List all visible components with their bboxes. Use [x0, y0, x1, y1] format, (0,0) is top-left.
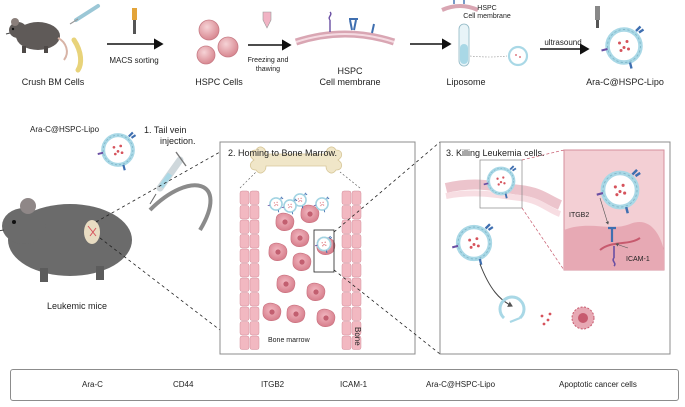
- released-liposome: [498, 295, 526, 324]
- icam1-label: ICAM-1: [626, 256, 650, 263]
- bone-lining-cell: [239, 263, 250, 278]
- legend-itgb2: ITGB2: [261, 380, 285, 389]
- bone-lining-cell: [239, 306, 250, 321]
- marrow-cell: [316, 308, 336, 328]
- bone-lining-cell: [239, 335, 250, 350]
- bone-lining-cell: [239, 292, 250, 307]
- bone-lining-cell: [239, 321, 250, 336]
- bone-lining-cell: [341, 205, 352, 220]
- legend-cd44: CD44: [173, 380, 194, 389]
- bone-lining-cell: [351, 306, 362, 321]
- step-cell-membrane: Cell membrane: [319, 77, 381, 87]
- bone-lining-cell: [351, 248, 362, 263]
- bone-lining-cell: [249, 219, 260, 234]
- bone-lining-cell: [239, 190, 250, 205]
- bone-lining-cell: [341, 277, 352, 292]
- step-liposome: Liposome: [446, 77, 486, 87]
- legend-box: [10, 369, 679, 401]
- injection-step-label: 1. Tail vein: [144, 125, 187, 135]
- bone-lining-cell: [239, 205, 250, 220]
- macs-column-icon: [132, 8, 137, 34]
- legend-ara-c: Ara-C: [82, 380, 103, 389]
- marrow-cell: [276, 274, 296, 294]
- tube-icon: [262, 11, 272, 29]
- leukemic-mice-label: Leukemic mice: [46, 301, 108, 311]
- legend-apoptotic-cells: Apoptotic cancer cells: [559, 380, 637, 389]
- panel2-title: 2. Homing to Bone Marrow.: [228, 148, 338, 158]
- hspc-cells-icon: [196, 19, 239, 65]
- marrow-cell: [292, 252, 312, 272]
- marrow-cell: [306, 282, 326, 302]
- bone-lining-cell: [341, 219, 352, 234]
- bone-lining-cell: [239, 277, 250, 292]
- bone-lining-cell: [351, 321, 362, 336]
- bone-lining-cell: [351, 277, 362, 292]
- step-hspc-cells: HSPC Cells: [195, 77, 243, 87]
- leukemic-mouse: [0, 183, 213, 282]
- bone-lining-cell: [341, 306, 352, 321]
- bone-lining-cell: [239, 234, 250, 249]
- bone-lining-cell: [239, 248, 250, 263]
- bone-lining-cell: [341, 234, 352, 249]
- legend-ara-c-hspc-lipo: Ara-C@HSPC-Lipo: [426, 380, 496, 389]
- bone-marrow-tissue: [239, 190, 362, 350]
- bone-lining-cell: [351, 205, 362, 220]
- bone-lining-cell: [249, 205, 260, 220]
- bone-lining-cell: [351, 219, 362, 234]
- femur-bone: [250, 146, 342, 174]
- bone-lining-cell: [249, 277, 260, 292]
- released-drug: [540, 312, 552, 326]
- ultrasound-probe-icon: [595, 6, 600, 28]
- itgb2-label: ITGB2: [569, 212, 590, 219]
- step-macs-sorting: MACS sorting: [109, 56, 159, 65]
- bone-lining-cell: [249, 234, 260, 249]
- step-crush-bm: Crush BM Cells: [21, 77, 85, 87]
- bone-lining-cell: [249, 306, 260, 321]
- bone-lining-cell: [351, 292, 362, 307]
- legend-icam1: ICAM-1: [340, 380, 368, 389]
- injection-step-label-2: injection.: [160, 136, 196, 146]
- bm-mouse: [5, 4, 100, 73]
- bone-lining-cell: [341, 248, 352, 263]
- step-ara-c-hspc-lipo: Ara-C@HSPC-Lipo: [586, 77, 664, 87]
- bone-lining-cell: [341, 263, 352, 278]
- marrow-cell: [275, 212, 295, 232]
- bone-lining-cell: [249, 321, 260, 336]
- liposome-tube-icon: [441, 0, 529, 67]
- bone-lining-cell: [351, 234, 362, 249]
- bone-lining-cell: [341, 190, 352, 205]
- liposome-hspc-label: HSPC: [477, 5, 497, 12]
- bone-lining-cell: [351, 263, 362, 278]
- panel3-title: 3. Killing Leukemia cells.: [446, 148, 545, 158]
- vessel-wall: [444, 179, 563, 217]
- liposome-membrane-label: Cell membrane: [463, 13, 511, 20]
- step-hspc: HSPC: [337, 66, 363, 76]
- bone-lining-cell: [249, 190, 260, 205]
- bone-lining-cell: [239, 219, 250, 234]
- marrow-cell: [286, 304, 306, 324]
- bone-label: Bone: [353, 327, 362, 346]
- bone-lining-cell: [341, 321, 352, 336]
- bone-lining-cell: [249, 292, 260, 307]
- step-freeze-thaw: Freezing and thawing: [247, 57, 289, 73]
- injection-drug-label: Ara-C@HSPC-Lipo: [30, 125, 100, 134]
- bone-lining-cell: [249, 335, 260, 350]
- bone-lining-cell: [351, 190, 362, 205]
- membrane-fragment-icon: [294, 11, 396, 46]
- bone-marrow-label: Bone marrow: [268, 337, 310, 344]
- bone-lining-cell: [249, 248, 260, 263]
- bone-lining-cell: [341, 335, 352, 350]
- bone-lining-cell: [341, 292, 352, 307]
- step-ultrasound: ultrasound: [544, 38, 582, 47]
- marrow-cell: [268, 242, 288, 262]
- apoptotic-cell-panel3: [571, 306, 595, 330]
- syringe-icon: [149, 151, 187, 205]
- bone-lining-cell: [249, 263, 260, 278]
- marrow-cell: [262, 302, 282, 322]
- marrow-cell: [290, 228, 310, 248]
- bone-lining-cell: [351, 335, 362, 350]
